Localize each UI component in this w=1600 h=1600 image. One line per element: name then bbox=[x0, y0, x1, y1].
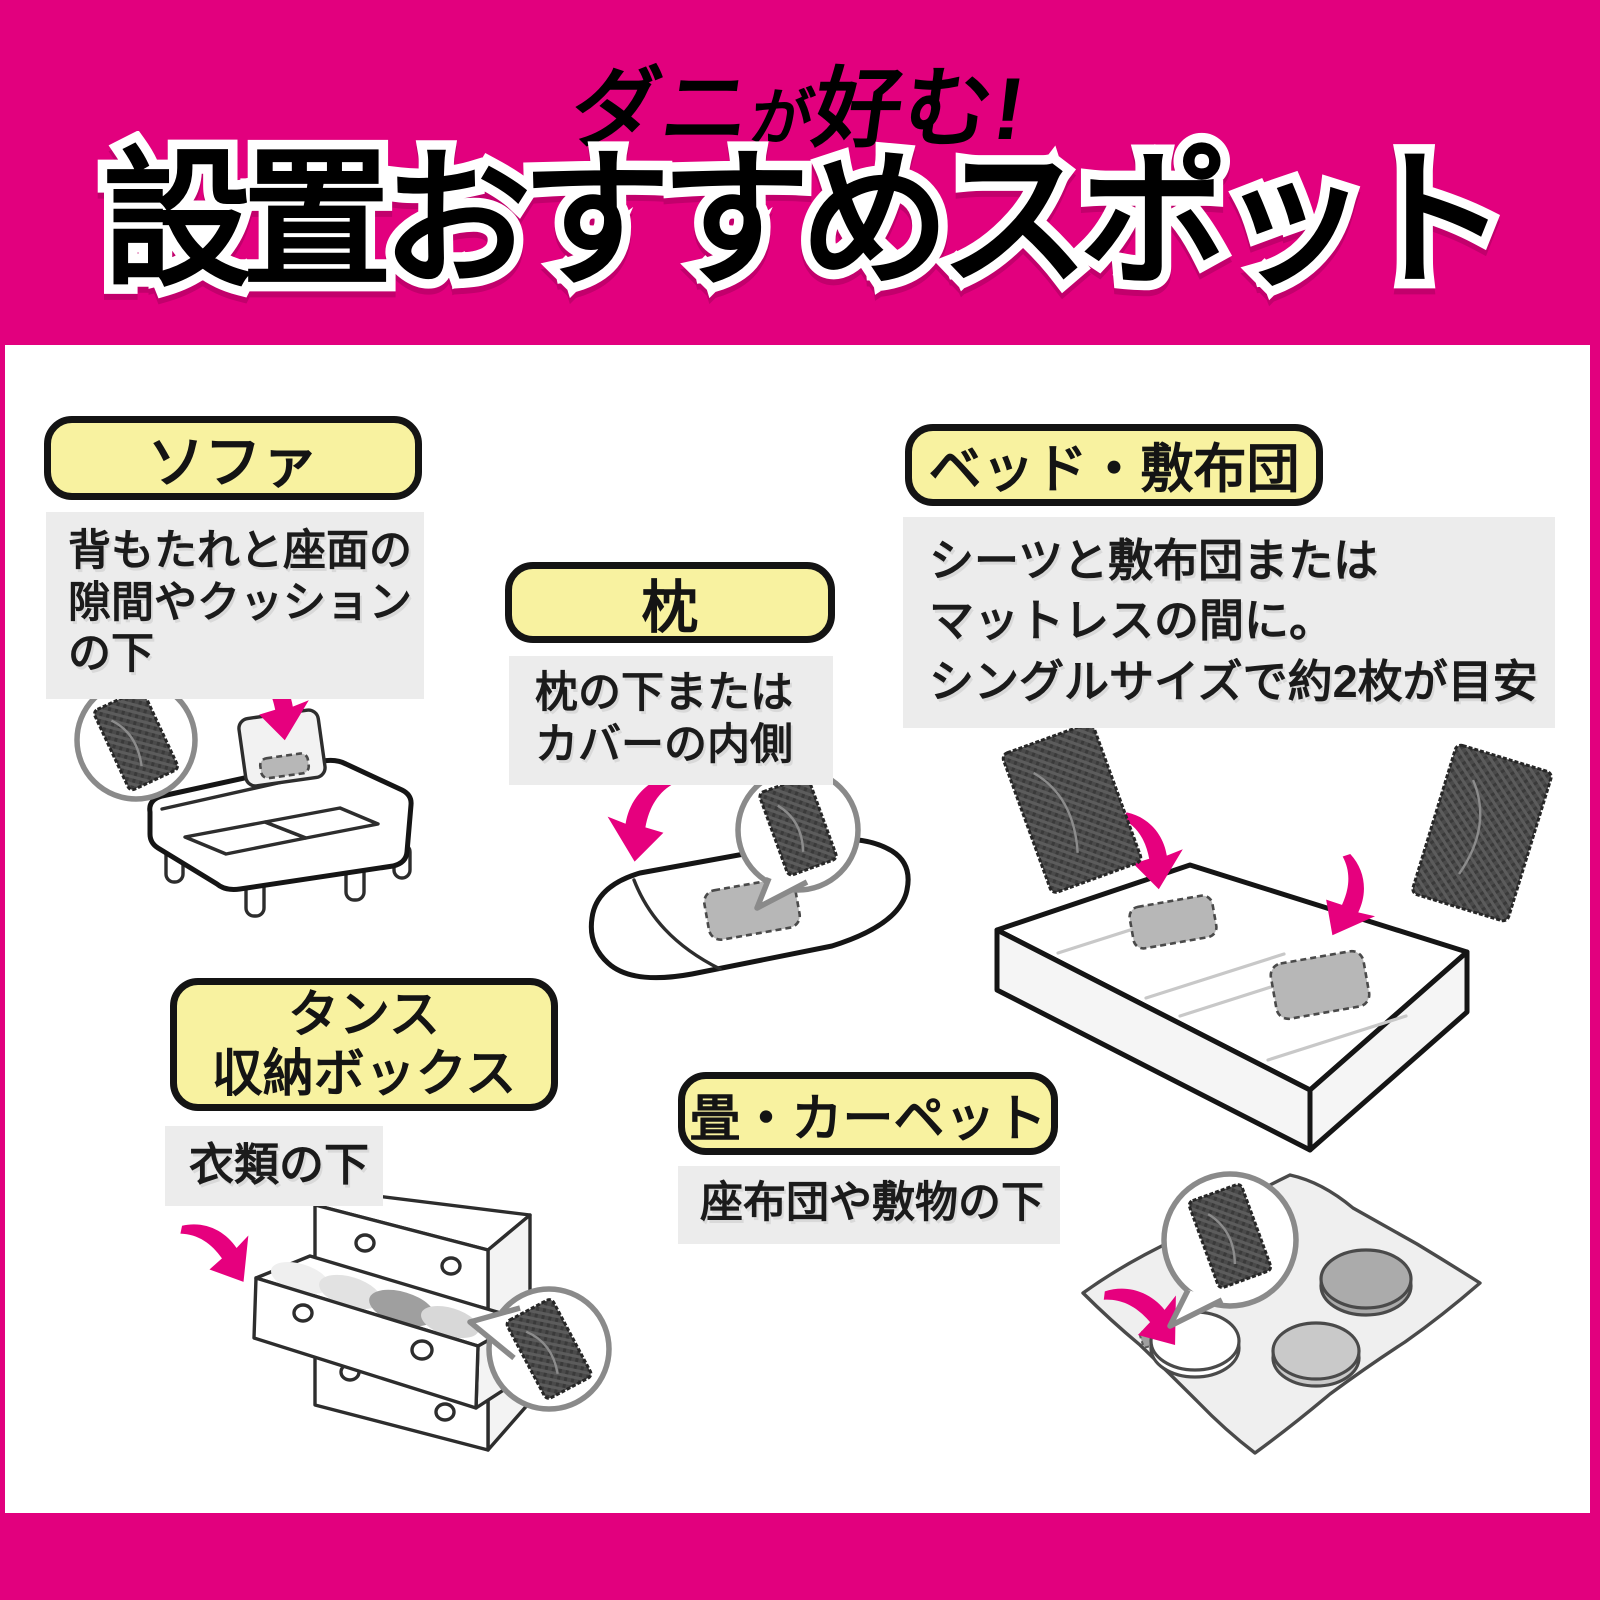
magnifier-bubble bbox=[735, 767, 861, 911]
carpet-illustration bbox=[1081, 1171, 1482, 1455]
desc-dresser: 衣類の下 bbox=[165, 1126, 383, 1206]
header-band bbox=[0, 0, 1600, 345]
placement-arrow-icon bbox=[180, 1224, 249, 1282]
magnifier-bubble bbox=[1161, 1171, 1299, 1329]
left-border bbox=[0, 0, 5, 1600]
page-title: 設置おすすめスポット設置おすすめスポット bbox=[93, 128, 1518, 312]
sofa-drawing bbox=[147, 708, 414, 918]
pillow-illustration bbox=[588, 767, 911, 981]
right-border bbox=[1590, 0, 1600, 1600]
label-sofa: ソファ bbox=[44, 416, 422, 500]
placement-arrow-icon bbox=[607, 775, 676, 862]
label-bed-futon: ベッド・敷布団 bbox=[905, 424, 1323, 506]
placement-arrow-icon bbox=[1103, 1288, 1176, 1346]
mite-sheet-icon bbox=[1187, 1183, 1273, 1289]
cushion-gray bbox=[1319, 1248, 1413, 1317]
placement-arrow-icon bbox=[1122, 812, 1183, 890]
desc-pillow: 枕の下または カバーの内側 bbox=[509, 656, 833, 786]
sofa-illustration bbox=[74, 663, 414, 918]
lifted-cushion bbox=[237, 708, 327, 788]
dresser-illustration bbox=[180, 1192, 612, 1452]
footer-band bbox=[0, 1513, 1600, 1600]
magnifier-bubble bbox=[467, 1286, 612, 1412]
desc-sofa: 背もたれと座面の 隙間やクッション の下 bbox=[46, 512, 424, 699]
label-tatami-carpet: 畳・カーペット bbox=[678, 1072, 1058, 1155]
desc-carpet: 座布団や敷物の下 bbox=[678, 1166, 1060, 1244]
desc-bed-futon: シーツと敷布団または マットレスの間に。 シングルサイズで約2枚が目安 bbox=[903, 517, 1555, 728]
mattress-illustration bbox=[994, 722, 1553, 1153]
sheet-on-mattress bbox=[1269, 949, 1371, 1021]
cushion-gray bbox=[1271, 1321, 1361, 1388]
mite-sheet-icon bbox=[1001, 722, 1143, 894]
placement-arrow-icon bbox=[1326, 853, 1376, 936]
mite-sheet-icon bbox=[1411, 743, 1553, 923]
mattress-drawing bbox=[994, 862, 1470, 1153]
dresser-drawing bbox=[252, 1192, 532, 1452]
mite-sheet-icon bbox=[505, 1298, 593, 1400]
label-dresser-storage: タンス 収納ボックス bbox=[170, 978, 558, 1111]
placement-arrow-icon bbox=[248, 663, 309, 741]
sheet-on-mattress bbox=[1128, 894, 1218, 950]
label-pillow: 枕 bbox=[505, 562, 835, 643]
